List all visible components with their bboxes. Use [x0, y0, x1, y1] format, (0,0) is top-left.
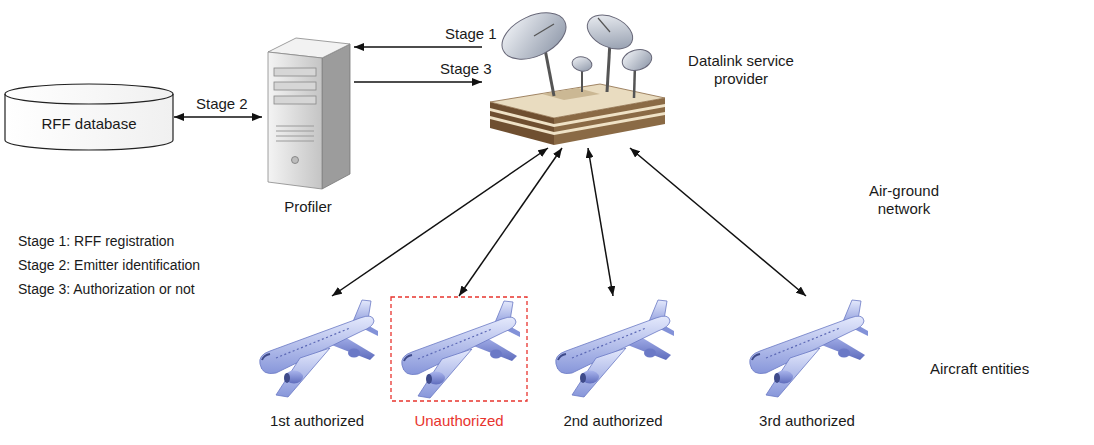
annotation-label: Stage 3: Authorization or not	[18, 280, 195, 298]
highlight-frame	[391, 297, 527, 401]
edge-label: Stage 3	[440, 60, 492, 78]
aircraft-unauthorized: Unauthorized	[390, 296, 528, 438]
database-cylinder: RFF database	[4, 84, 174, 150]
connector-arrow	[630, 148, 806, 296]
plane-icon	[390, 296, 528, 403]
annotation-label: Aircraft entities	[930, 360, 1029, 378]
node-label: RFF database	[41, 115, 136, 133]
aircraft: 2nd authorized	[548, 296, 678, 438]
cylinder-rim	[5, 94, 173, 104]
annotation-label: Stage 2: Emitter identification	[18, 256, 200, 274]
building-picture	[490, 4, 665, 145]
server-icon	[262, 36, 354, 195]
plane-picture	[750, 300, 868, 397]
plane-icon	[548, 296, 678, 402]
ground-station: Datalink service provider	[482, 0, 804, 148]
node-label: 2nd authorized	[548, 412, 678, 430]
aircraft: 1st authorized	[252, 296, 382, 438]
connector-arrow	[588, 148, 613, 296]
node-label: Profiler	[262, 198, 354, 216]
connector-arrow	[174, 116, 262, 118]
plane-picture	[402, 301, 520, 398]
edge-label: Stage 1	[445, 25, 497, 43]
annotation-label: Air-ground network	[858, 182, 950, 218]
node-label: Unauthorized	[390, 412, 528, 430]
plane-icon	[252, 296, 382, 402]
node-label: Datalink service provider	[678, 52, 804, 88]
plane-picture	[260, 300, 378, 397]
edge-label: Stage 2	[196, 95, 248, 113]
plane-picture	[556, 300, 674, 397]
server-picture	[268, 38, 350, 189]
node-label: 3rd authorized	[742, 412, 872, 430]
connector-arrow	[332, 148, 548, 296]
plane-icon	[742, 296, 872, 402]
aircraft: 3rd authorized	[742, 296, 872, 438]
node-label: 1st authorized	[252, 412, 382, 430]
connector-arrow	[354, 46, 482, 48]
connector-arrow	[459, 148, 562, 296]
annotation-label: Stage 1: RFF registration	[18, 232, 174, 250]
cylinder-body	[5, 84, 173, 150]
profiler-server: Profiler	[262, 36, 354, 226]
connector-arrow	[354, 81, 482, 83]
